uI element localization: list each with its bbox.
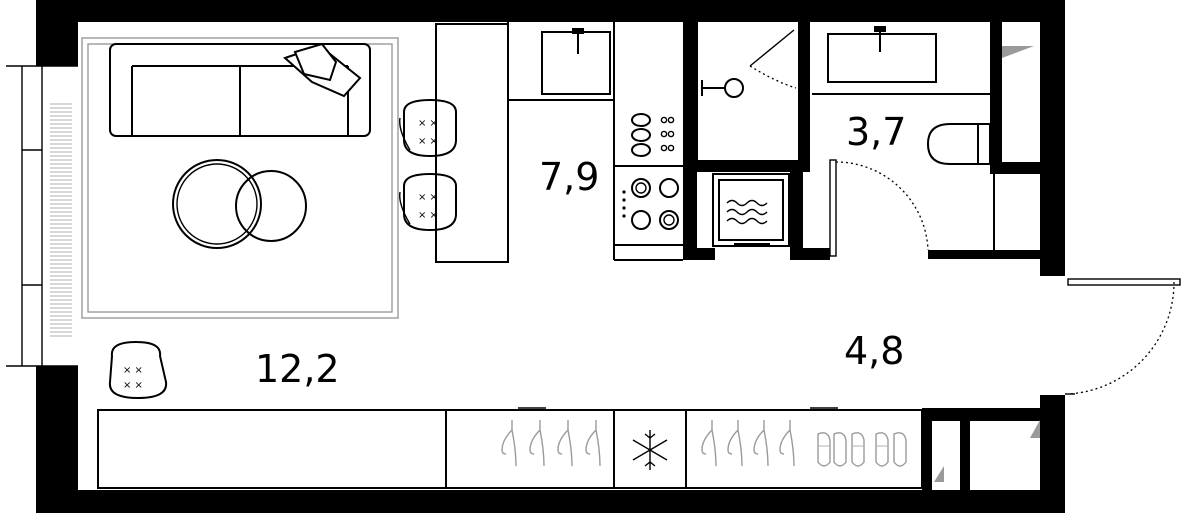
washing-machine <box>712 173 790 247</box>
svg-text:× ×: × × <box>123 365 143 376</box>
interior-walls <box>683 22 1065 490</box>
window <box>6 65 78 367</box>
armchair: × × × × <box>108 340 168 400</box>
bath-sink <box>812 26 990 95</box>
bathroom-cabinet <box>993 46 1034 250</box>
radiator <box>50 103 72 337</box>
shower <box>696 22 797 160</box>
coat-hangers <box>501 420 795 467</box>
outer-walls <box>36 0 1065 513</box>
entrance-door <box>1065 278 1181 395</box>
kitchen-counter <box>507 22 683 261</box>
hall-area-label: 4,8 <box>844 329 904 373</box>
bar-stool-1: × × × × <box>399 98 457 158</box>
svg-text:× ×: × × <box>123 380 143 391</box>
bathroom-area-label: 3,7 <box>846 110 906 154</box>
hall-cabinets <box>932 419 1040 482</box>
coffee-table <box>172 159 307 249</box>
snowflake-icon <box>632 430 668 470</box>
kitchen-area-label: 7,9 <box>539 155 599 199</box>
bar-counter <box>435 23 509 263</box>
toilet <box>926 123 991 165</box>
cooktop <box>614 178 683 246</box>
svg-text:× ×: × × <box>418 136 438 147</box>
wardrobe <box>97 407 923 489</box>
svg-text:× ×: × × <box>418 118 438 129</box>
svg-text:× ×: × × <box>418 192 438 203</box>
living-area-label: 12,2 <box>255 347 340 391</box>
dishwasher <box>614 113 683 167</box>
sofa <box>109 42 371 137</box>
kitchen-sink <box>541 28 611 95</box>
svg-text:× ×: × × <box>418 210 438 221</box>
bathroom-door <box>829 159 929 257</box>
slippers <box>817 432 907 467</box>
bar-stool-2: × × × × <box>399 172 457 232</box>
